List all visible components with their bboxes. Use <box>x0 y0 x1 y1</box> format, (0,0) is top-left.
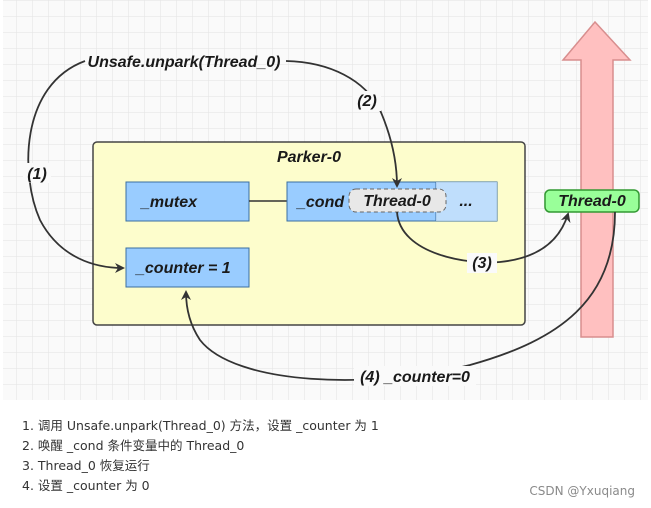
curve-step1 <box>27 60 125 273</box>
step-item-4: 4. 设置 _counter 为 0 <box>22 478 150 493</box>
thread-node <box>544 189 640 213</box>
counter-box <box>125 247 250 288</box>
step-item-2: 2. 唤醒 _cond 条件变量中的 Thread_0 <box>22 438 245 453</box>
curve-step3 <box>396 211 571 264</box>
step-item-3: 3. Thread_0 恢复运行 <box>22 458 150 473</box>
step-item-1: 1. 调用 Unsafe.unpark(Thread_0) 方法，设置 _cou… <box>22 418 379 433</box>
cond-more-label: ... <box>459 193 472 210</box>
counter-label: _counter = 1 <box>135 260 231 277</box>
step4-label: (4) _counter=0 <box>360 369 470 386</box>
csdn-watermark: CSDN @Yxuqiang <box>529 484 635 498</box>
thread-label: Thread-0 <box>558 193 626 210</box>
step4-label-bg <box>354 366 476 386</box>
cond-thread-label: Thread-0 <box>363 193 431 210</box>
steps-list: 1. 调用 Unsafe.unpark(Thread_0) 方法，设置 _cou… <box>22 416 379 496</box>
call-label: Unsafe.unpark(Thread_0) <box>88 54 281 71</box>
step3-label-bg <box>467 253 497 273</box>
step1-label-bg <box>23 163 51 183</box>
cond-label: _cond <box>296 194 345 211</box>
mutex-label: _mutex <box>140 194 198 211</box>
parker-title: Parker-0 <box>277 149 341 166</box>
mutex-box <box>125 181 250 222</box>
step3-label: (3) <box>472 255 492 272</box>
step2-label: (2) <box>357 93 377 110</box>
parker-box <box>92 141 526 326</box>
diagram: Parker-0 _mutex _cond Thread-0 ... _coun… <box>3 0 648 400</box>
step2-label-bg <box>353 91 381 111</box>
run-up-arrow <box>561 20 632 338</box>
step1-label: (1) <box>27 166 47 183</box>
